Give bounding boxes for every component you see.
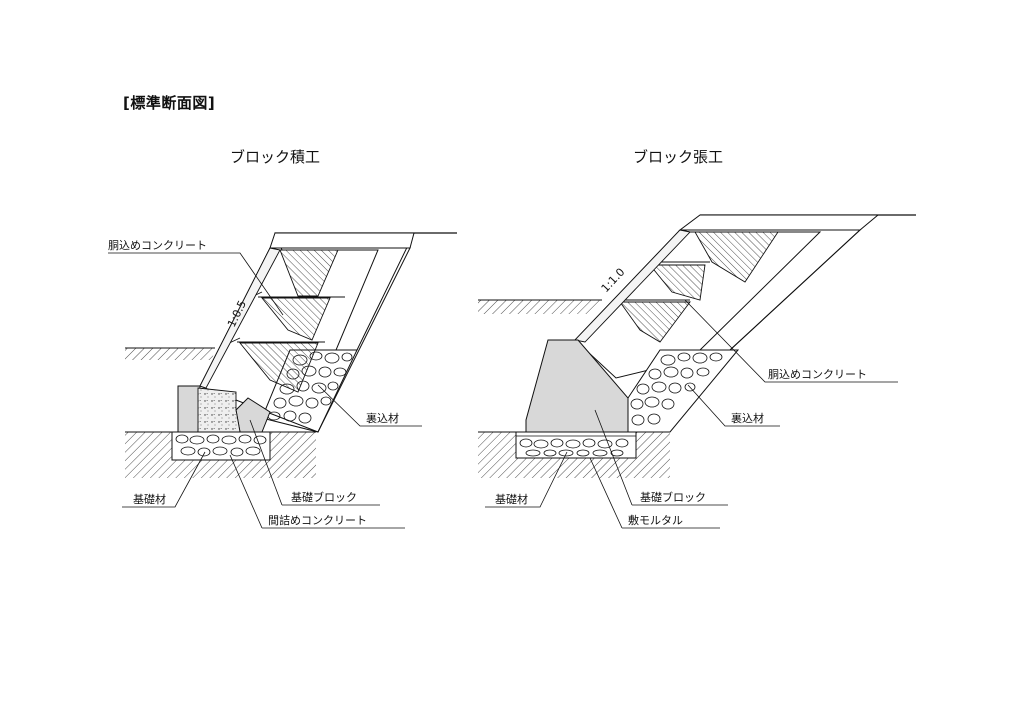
right-label-shiki-mortar: 敷モルタル — [628, 513, 683, 527]
right-backfill-gravel — [627, 349, 740, 433]
left-label-kiso-block: 基礎ブロック — [291, 490, 357, 504]
left-block-wall — [199, 232, 415, 433]
left-label-kisozai: 基礎材 — [133, 492, 166, 506]
left-filling-concrete — [197, 387, 241, 433]
left-section-title: ブロック積工 — [230, 148, 321, 166]
right-base-block — [525, 339, 629, 433]
left-label-dogome: 胴込めコンクリート — [108, 239, 207, 252]
right-ground-upper — [478, 299, 602, 314]
left-label-uragome: 裏込材 — [366, 411, 399, 425]
left-section: 1:0.5 胴込めコンクリート 裏込材 基礎材 基礎ブロック 間詰めコンクリート — [108, 232, 457, 529]
left-foundation-material — [171, 431, 271, 461]
right-foundation-material — [515, 431, 637, 459]
left-leaders — [108, 252, 422, 529]
right-section: 1:1.0 胴込めコンクリート 裏込材 基礎材 基礎ブロック 敷モルタル — [478, 214, 916, 529]
right-section-title: ブロック張工 — [633, 148, 724, 166]
right-block-wall — [574, 214, 880, 379]
right-leaders — [485, 299, 898, 529]
page-title: [標準断面図] — [123, 94, 216, 112]
right-label-kisozai: 基礎材 — [495, 492, 528, 506]
right-label-kiso-block: 基礎ブロック — [640, 490, 706, 504]
left-ground-upper — [125, 347, 215, 360]
right-label-uragome: 裏込材 — [731, 411, 764, 425]
left-label-madozume: 間詰めコンクリート — [268, 513, 367, 527]
right-label-dogome: 胴込めコンクリート — [768, 368, 867, 381]
left-ground-lower — [125, 431, 316, 478]
